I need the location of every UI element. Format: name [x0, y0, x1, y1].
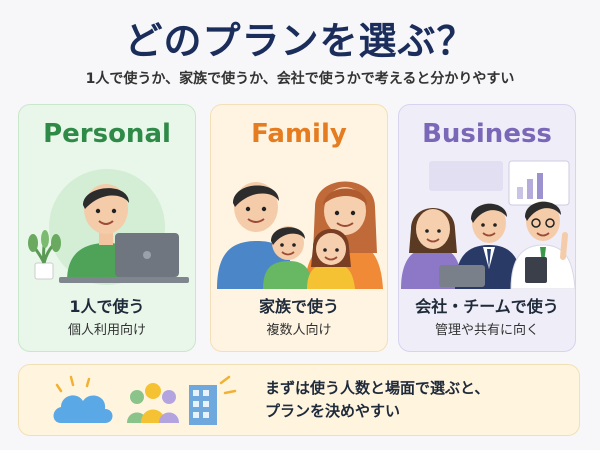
- plan-target-family: 複数人向け: [266, 323, 332, 338]
- tip-text-line1: まずは使う人数と場面で選ぶと、: [265, 379, 490, 397]
- plan-title-family: Family: [251, 119, 347, 149]
- plan-card-family[interactable]: Family 家族で使う 複数人向け: [210, 104, 388, 352]
- plan-title-personal: Personal: [43, 119, 171, 149]
- plan-usage-family: 家族で使う: [258, 297, 339, 316]
- page-title: どのプランを選ぶ？: [124, 19, 476, 63]
- banner-icons: [53, 375, 237, 425]
- plan-usage-business: 会社・チームで使う: [415, 297, 559, 316]
- tip-banner: まずは使う人数と場面で選ぶと、 プランを決めやすい: [18, 364, 580, 436]
- plan-target-personal: 個人利用向け: [67, 323, 146, 338]
- family-illustration: [217, 181, 383, 289]
- plan-usage-personal: 1人で使う: [69, 297, 145, 316]
- tip-text-line2: プランを決めやすい: [265, 402, 401, 420]
- plan-card-personal[interactable]: Personal 1人で使う 個人利用向け: [18, 104, 196, 352]
- plan-target-business: 管理や共有に向く: [434, 323, 539, 338]
- people-icon: [127, 383, 179, 423]
- cloud-icon: [53, 375, 113, 423]
- plan-card-business[interactable]: Business 会社・チームで使う 管: [398, 104, 576, 352]
- tip-text: まずは使う人数と場面で選ぶと、 プランを決めやすい: [265, 377, 575, 423]
- business-team-illustration: [401, 160, 575, 289]
- building-icon: [189, 375, 237, 425]
- single-person-laptop-illustration: [28, 169, 189, 285]
- plan-title-business: Business: [422, 119, 552, 149]
- page-subtitle: 1人で使うか、家族で使うか、会社で使うかで考えると分かりやすい: [85, 71, 515, 87]
